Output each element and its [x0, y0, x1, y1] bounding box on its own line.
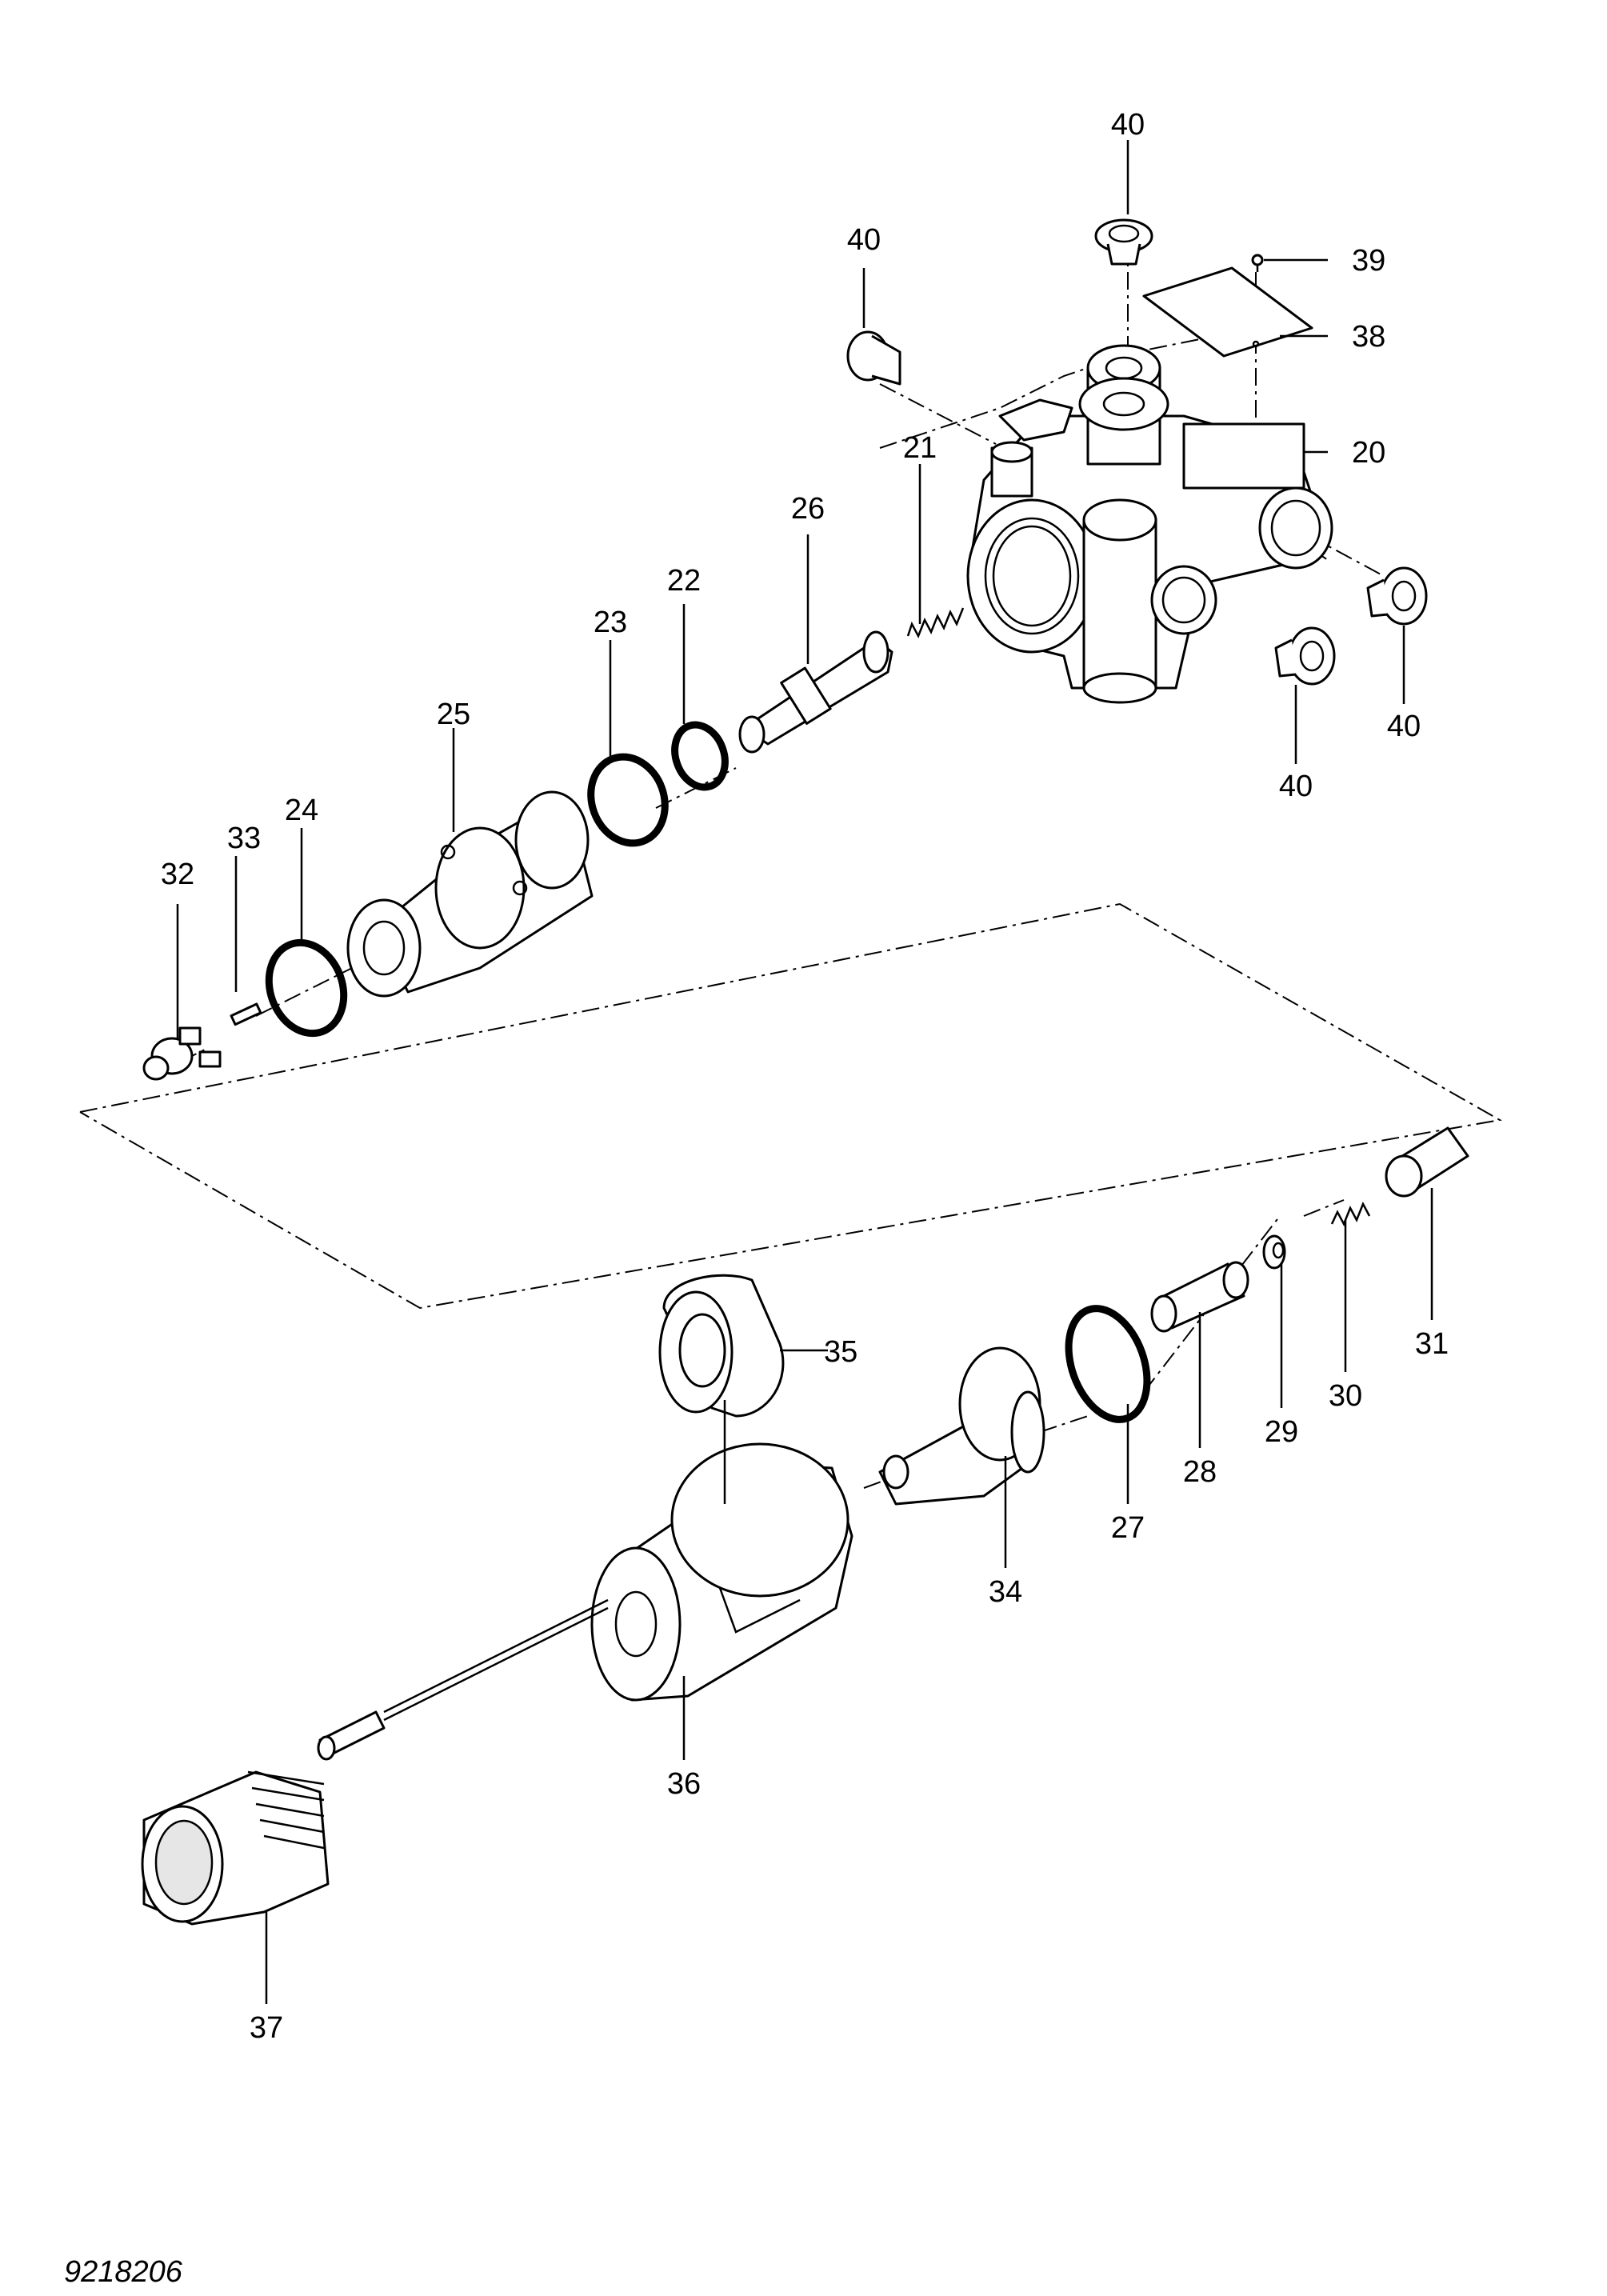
- plug-part-40-top: [1094, 218, 1153, 266]
- callout-leaders: [176, 140, 1433, 2004]
- o-ring-part-23: [587, 753, 669, 847]
- o-ring-part-22: [671, 721, 729, 791]
- callout-40-left: 40: [847, 223, 881, 257]
- sleeve-part-28: [1150, 1261, 1249, 1333]
- spring-part-30: [1330, 1202, 1371, 1226]
- o-ring-part-27: [1065, 1305, 1151, 1423]
- sleeve-part-25: [346, 790, 594, 998]
- spring-part-21: [906, 607, 965, 638]
- callout-20: 20: [1352, 436, 1385, 470]
- callout-22: 22: [667, 564, 701, 598]
- screw-part-39: [1251, 254, 1264, 272]
- valve-body-part-20: [966, 344, 1333, 704]
- nut-part-37: [141, 1770, 330, 1926]
- fitting-part-32: [142, 1026, 222, 1081]
- callout-35: 35: [824, 1335, 857, 1369]
- spool-part-34: [878, 1346, 1045, 1506]
- plug-part-40-right-upper: [1366, 566, 1428, 626]
- callout-40-right-upper: 40: [1387, 710, 1421, 743]
- callout-21: 21: [903, 431, 937, 465]
- washer-part-29: [1262, 1234, 1286, 1270]
- washer-part-35: [658, 1274, 785, 1418]
- callout-29: 29: [1265, 1415, 1298, 1449]
- callout-39: 39: [1352, 244, 1385, 278]
- pin-part-33: [230, 1002, 262, 1026]
- callout-38: 38: [1352, 320, 1385, 354]
- plug-part-40-left: [846, 330, 901, 386]
- callout-31: 31: [1415, 1327, 1449, 1361]
- callout-26: 26: [791, 492, 825, 526]
- o-ring-part-24: [265, 938, 348, 1038]
- callout-25: 25: [437, 698, 470, 731]
- drawing-code: 9218206: [64, 2255, 183, 2289]
- spool-part-26: [738, 630, 893, 754]
- callout-40-right-lower: 40: [1279, 770, 1313, 803]
- cap-part-31: [1385, 1126, 1469, 1198]
- callout-24: 24: [285, 794, 318, 827]
- solenoid-part-36: [317, 1442, 853, 1761]
- callout-34: 34: [989, 1575, 1022, 1609]
- callout-28: 28: [1183, 1455, 1217, 1489]
- callout-30: 30: [1329, 1379, 1362, 1413]
- callout-23: 23: [594, 606, 627, 639]
- callout-27: 27: [1111, 1511, 1145, 1545]
- callout-33: 33: [227, 822, 261, 855]
- callout-32: 32: [161, 858, 194, 891]
- name-plate-part-38: [1142, 266, 1313, 358]
- callout-37: 37: [250, 2011, 283, 2045]
- plug-part-40-right-lower: [1274, 626, 1336, 686]
- callout-40-top: 40: [1111, 108, 1145, 142]
- callout-36: 36: [667, 1767, 701, 1801]
